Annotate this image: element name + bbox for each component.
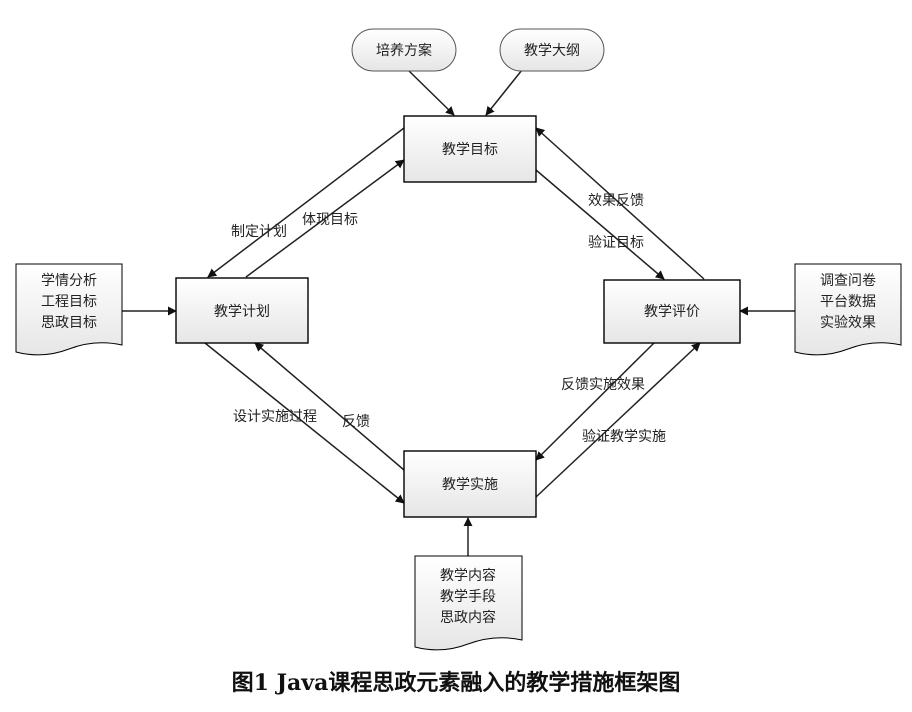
implement-node: 教学实施 bbox=[403, 450, 537, 518]
left-doc-line-1: 学情分析 bbox=[41, 273, 97, 289]
edge-label-effect-feedback: 效果反馈 bbox=[588, 193, 644, 209]
edge-label-verify-implementation: 验证教学实施 bbox=[582, 429, 666, 445]
left-doc: 学情分析 工程目标 思政目标 bbox=[15, 263, 123, 356]
arrow-feedback bbox=[254, 342, 405, 471]
syllabus-node: 教学大纲 bbox=[499, 28, 605, 72]
edge-label-feedback: 反馈 bbox=[342, 414, 370, 430]
training-plan-node: 培养方案 bbox=[351, 28, 457, 72]
edge-labels: 制定计划 体现目标 效果反馈 验证目标 设计实施过程 反馈 反馈实施效果 验证教… bbox=[231, 193, 666, 445]
arrow-effect-feedback bbox=[535, 127, 705, 280]
right-doc-line-2: 平台数据 bbox=[820, 294, 876, 310]
arrow-make-plan bbox=[207, 127, 405, 278]
right-doc: 调查问卷 平台数据 实验效果 bbox=[794, 263, 902, 356]
bottom-doc-line-3: 思政内容 bbox=[440, 609, 496, 626]
evaluate-label: 教学评价 bbox=[644, 304, 700, 320]
plan-label: 教学计划 bbox=[214, 304, 270, 320]
arrow-verify-implementation bbox=[535, 342, 701, 498]
connectors bbox=[122, 69, 795, 556]
arrow-verify-goal bbox=[535, 169, 665, 280]
bottom-doc-line-2: 教学手段 bbox=[440, 589, 496, 605]
edge-label-reflect-goal: 体现目标 bbox=[302, 212, 358, 228]
training-plan-label: 培养方案 bbox=[376, 42, 432, 59]
syllabus-label: 教学大纲 bbox=[524, 43, 580, 59]
implement-label: 教学实施 bbox=[442, 477, 498, 493]
goal-label: 教学目标 bbox=[442, 142, 498, 158]
arrow-syllabus-to-goal bbox=[485, 69, 523, 116]
right-doc-line-3: 实验效果 bbox=[820, 315, 876, 331]
edge-label-feedback-effect: 反馈实施效果 bbox=[561, 377, 645, 393]
left-doc-line-2: 工程目标 bbox=[41, 294, 97, 310]
edge-label-design-process: 设计实施过程 bbox=[233, 409, 317, 425]
evaluate-node: 教学评价 bbox=[603, 279, 741, 344]
arrow-design-process bbox=[204, 342, 405, 504]
goal-node: 教学目标 bbox=[403, 115, 537, 183]
edge-label-make-plan: 制定计划 bbox=[231, 224, 287, 240]
arrow-reflect-goal bbox=[245, 159, 405, 278]
left-doc-line-3: 思政目标 bbox=[41, 315, 97, 331]
right-doc-line-1: 调查问卷 bbox=[820, 273, 876, 289]
arrow-feedback-effect bbox=[535, 342, 655, 461]
arrow-training-plan-to-goal bbox=[407, 69, 455, 116]
plan-node: 教学计划 bbox=[175, 277, 309, 344]
figure-caption: 图1 Java课程思政元素融入的教学措施框架图 bbox=[231, 670, 681, 696]
bottom-doc-line-1: 教学内容 bbox=[440, 567, 496, 584]
edge-label-verify-goal: 验证目标 bbox=[588, 235, 644, 251]
bottom-doc: 教学内容 教学手段 思政内容 bbox=[414, 555, 523, 651]
